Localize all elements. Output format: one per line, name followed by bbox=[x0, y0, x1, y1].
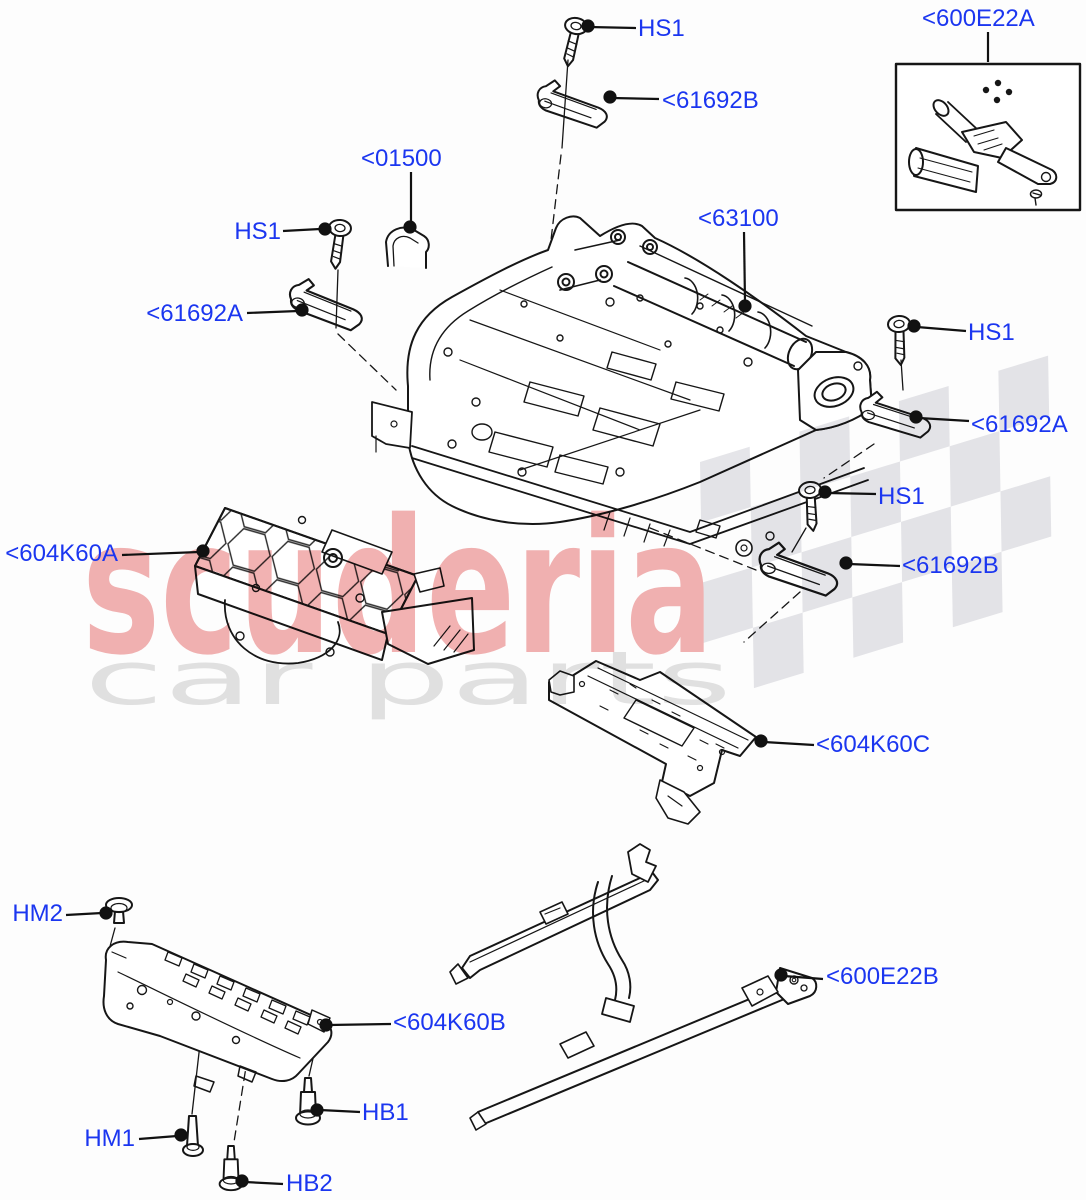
part-01500-drawing bbox=[385, 226, 430, 269]
part-label-600e22b[interactable]: <600E22B bbox=[826, 963, 939, 990]
part-label-01500[interactable]: <01500 bbox=[361, 145, 442, 172]
bolt-hb1 bbox=[295, 1077, 321, 1126]
part-label-604k60c[interactable]: <604K60C bbox=[816, 731, 931, 758]
part-61692b-top-drawing bbox=[533, 77, 612, 130]
part-label-61692b-mid[interactable]: <61692B bbox=[902, 552, 999, 579]
leader-lines bbox=[65, 19, 990, 1188]
part-label-hs1-left[interactable]: HS1 bbox=[234, 218, 281, 245]
part-label-hs1-mid[interactable]: HS1 bbox=[878, 483, 925, 510]
part-label-hb1[interactable]: HB1 bbox=[362, 1099, 409, 1126]
part-label-600e22a[interactable]: <600E22A bbox=[922, 5, 1035, 32]
part-label-hm1[interactable]: HM1 bbox=[84, 1125, 135, 1152]
part-604k60c-drawing bbox=[548, 660, 757, 825]
watermark-layer: scuderia car parts bbox=[82, 355, 1052, 722]
part-600e22a-drawing bbox=[894, 62, 1082, 212]
part-604k60b-drawing bbox=[102, 897, 333, 1093]
checkered-flag-watermark bbox=[700, 355, 1052, 689]
part-label-hb2[interactable]: HB2 bbox=[286, 1170, 333, 1197]
part-label-hm2[interactable]: HM2 bbox=[12, 900, 63, 927]
part-label-hs1-top[interactable]: HS1 bbox=[638, 15, 685, 42]
part-label-61692a-right[interactable]: <61692A bbox=[971, 411, 1068, 438]
bolt-hm1 bbox=[182, 1115, 204, 1157]
part-label-604k60a[interactable]: <604K60A bbox=[5, 540, 118, 567]
part-label-604k60b[interactable]: <604K60B bbox=[393, 1009, 506, 1036]
part-label-61692a-left[interactable]: <61692A bbox=[146, 300, 243, 327]
part-label-hs1-right[interactable]: HS1 bbox=[968, 319, 1015, 346]
part-63100-drawing bbox=[371, 215, 873, 557]
watermark-subtitle: car parts bbox=[84, 636, 732, 722]
part-label-63100[interactable]: <63100 bbox=[698, 205, 779, 232]
watermark-brand: scuderia bbox=[82, 479, 714, 696]
part-600e22b-drawing bbox=[449, 843, 818, 1131]
part-label-61692b-top[interactable]: <61692B bbox=[662, 87, 759, 114]
part-61692a-left-drawing bbox=[284, 275, 369, 333]
